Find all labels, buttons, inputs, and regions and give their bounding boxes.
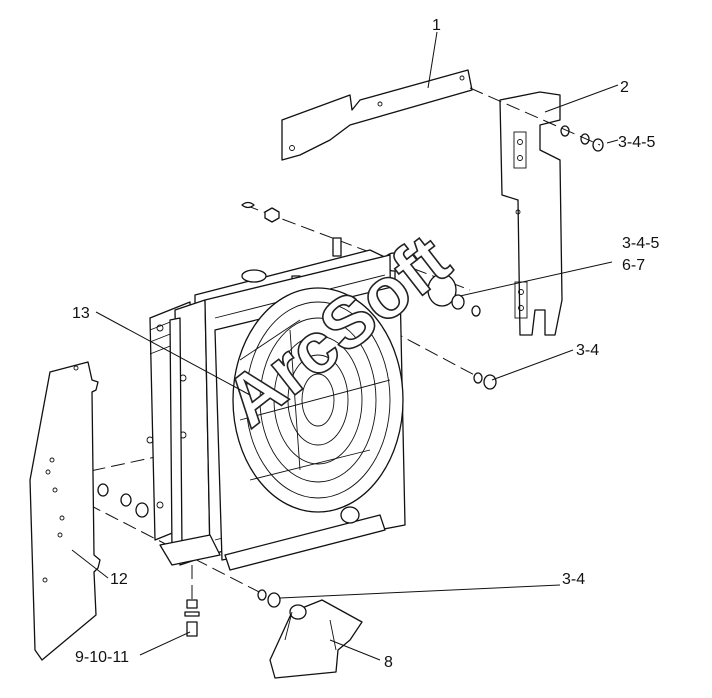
leader-lines [71,31,619,661]
fasteners-upper-left [241,201,280,223]
callout-1: 1 [432,17,441,34]
callout-9-10-11: 9-10-11 [75,649,129,666]
callout-3-4-5-top: 3-4-5 [618,134,655,151]
callout-13: 13 [72,305,90,322]
callout-8: 8 [384,654,393,671]
fasteners-left [97,483,149,518]
fasteners-3-4-5-top [560,125,604,152]
callout-6-7: 6-7 [622,257,645,274]
callout-3-4-5-mid: 3-4-5 [622,235,659,252]
callout-3-4-bottom: 3-4 [562,571,585,588]
fasteners-3-4-bottom [257,589,281,608]
part-2-side-bracket [499,91,563,336]
fasteners-3-4-mid [473,372,497,390]
callout-12: 12 [110,571,128,588]
part-12-side-plate [29,361,101,661]
part-1-upper-bracket [281,69,473,161]
radiator-assembly [146,237,406,571]
fasteners-9-10-11 [184,565,200,637]
part-8-deflector [269,599,363,679]
fasteners-6-7 [427,273,481,317]
callout-2: 2 [620,79,629,96]
callout-3-4-mid: 3-4 [576,342,599,359]
callout-labels: 1 2 3-4-5 3-4-5 6-7 13 3-4 12 3-4 9-10-1… [72,17,659,671]
